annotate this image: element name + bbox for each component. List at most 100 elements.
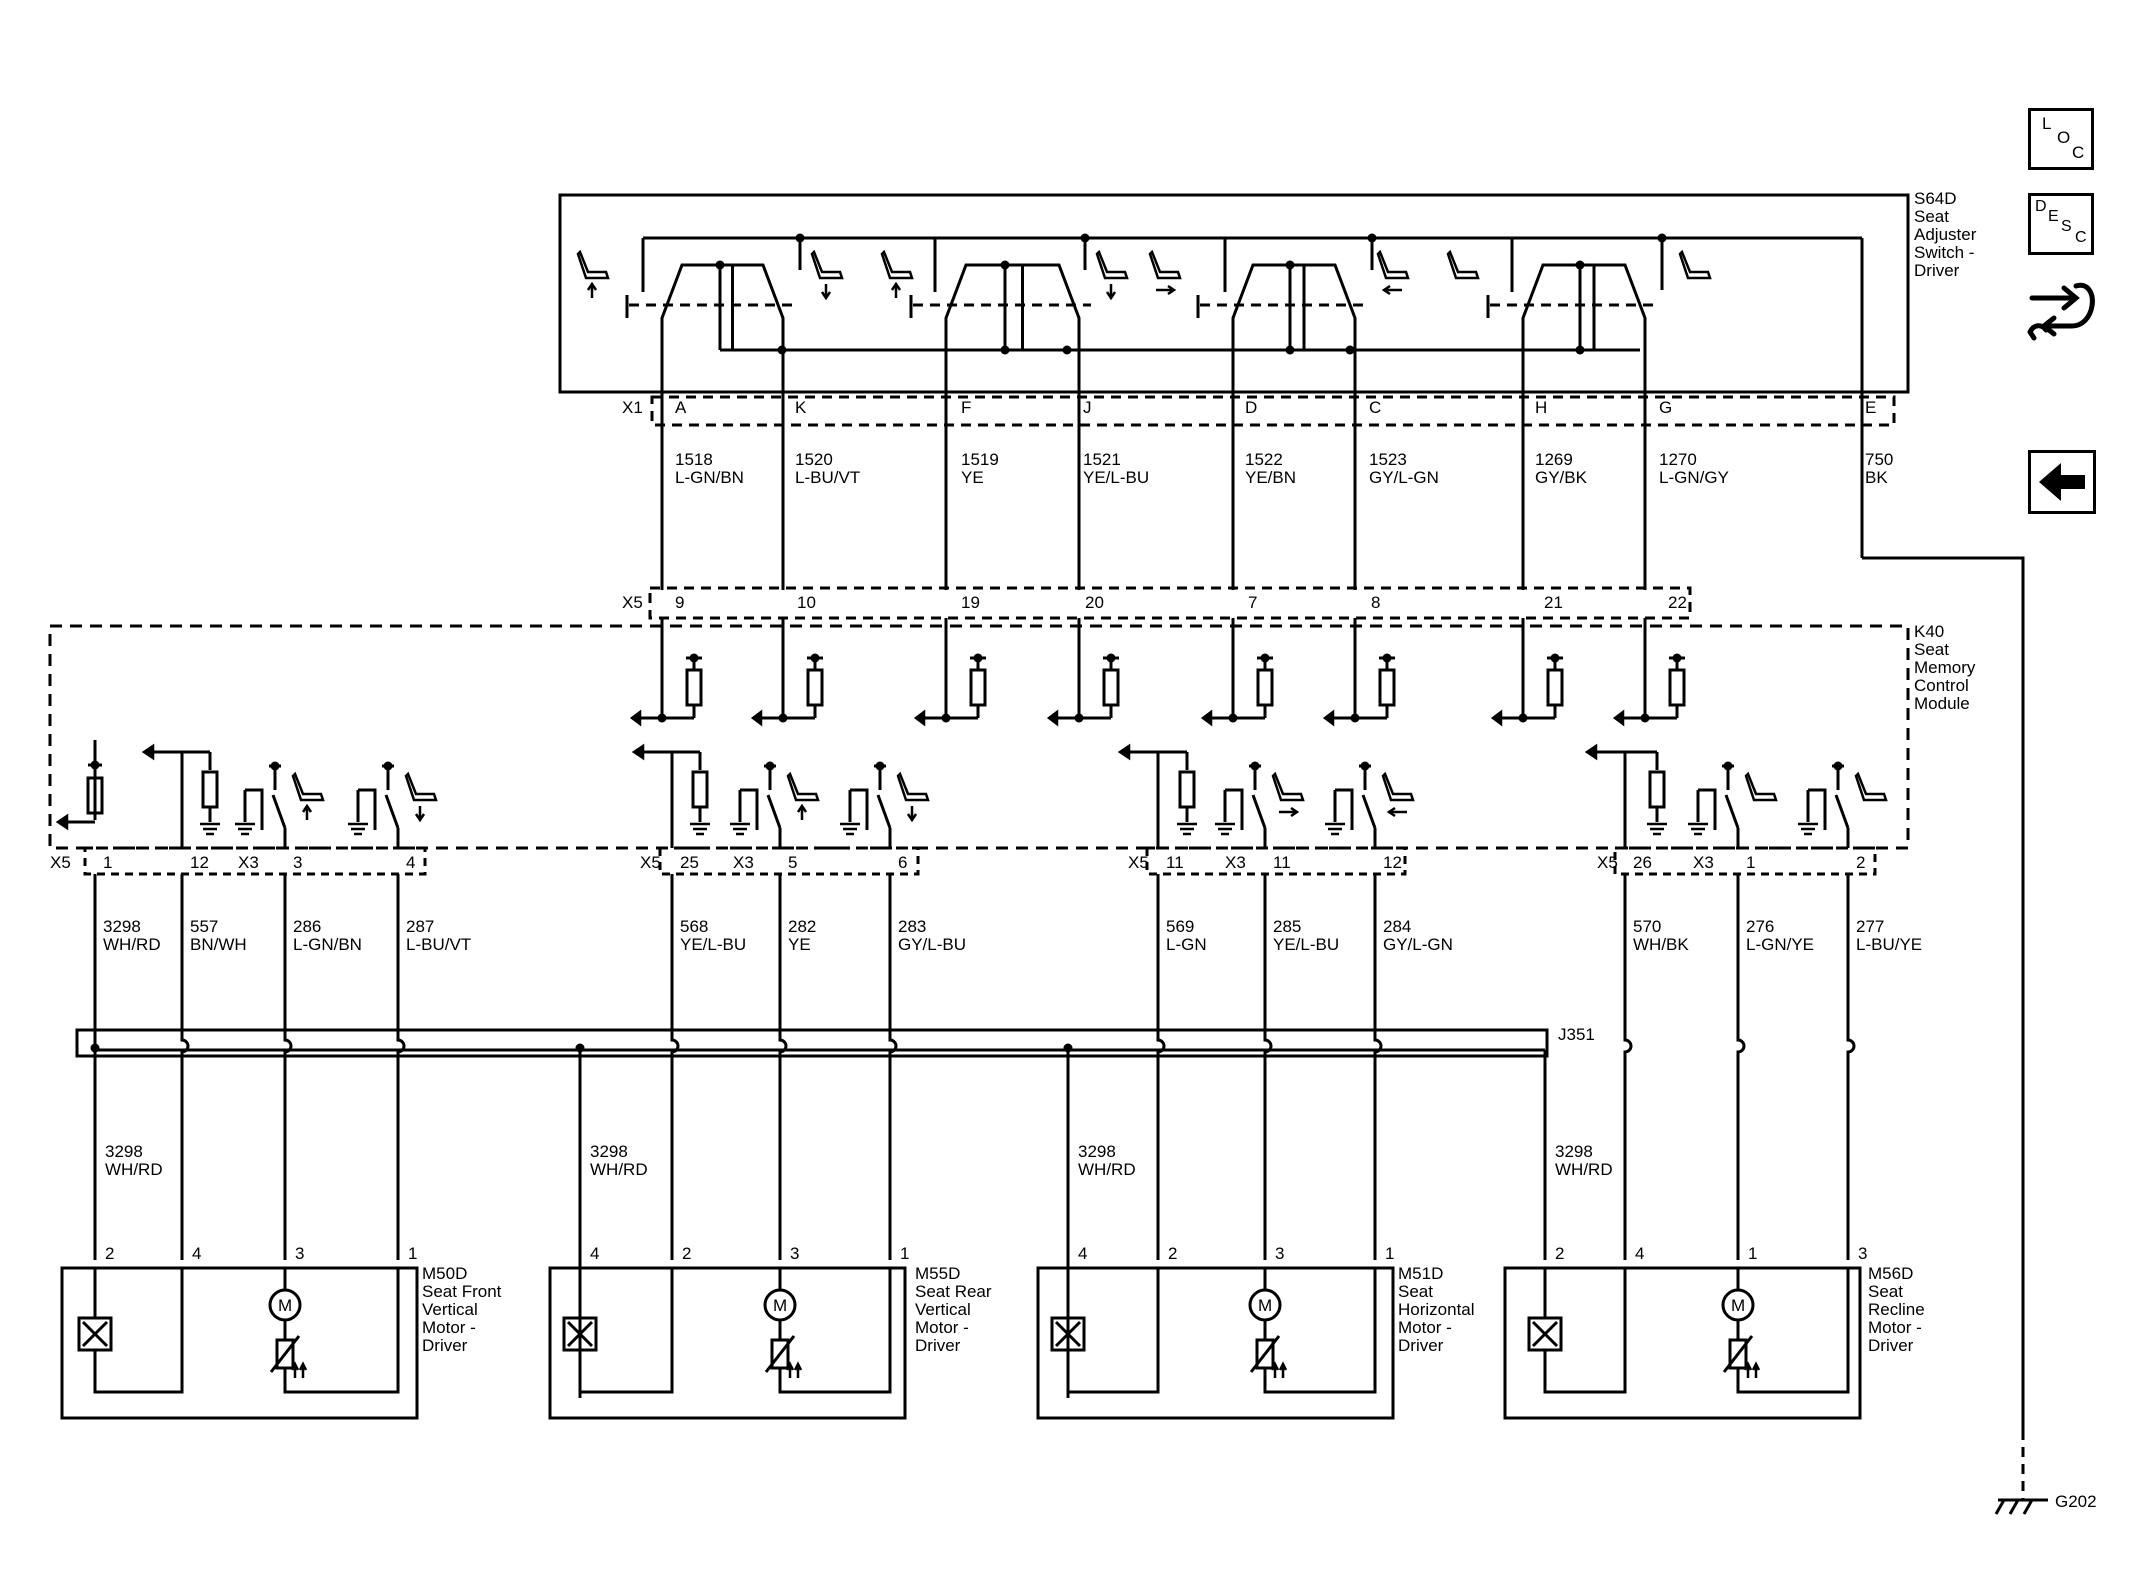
- junction-dot: [715, 260, 725, 270]
- arrow-up-icon: [586, 281, 598, 298]
- desc-button[interactable]: D E S C: [2028, 193, 2094, 255]
- seat-shape: [1381, 771, 1415, 802]
- splice-label: J351: [1558, 1025, 1595, 1044]
- pullup-resistor: [1668, 668, 1686, 707]
- back-button[interactable]: [2028, 450, 2096, 514]
- wire-number-label: 287: [406, 917, 434, 936]
- motor-housing: [1503, 1266, 1862, 1420]
- wire-color-label: L-GN/YE: [1746, 935, 1814, 954]
- wire-number-label: 570: [1633, 917, 1661, 936]
- wire-number-label: 1518: [675, 450, 713, 469]
- wire-color-label: YE: [961, 468, 984, 487]
- wire-color-label: YE/BN: [1245, 468, 1296, 487]
- switch-name-label: S64D: [1914, 189, 1957, 208]
- motor-name-label: Seat Front: [422, 1282, 502, 1301]
- motor-name-label: M51D: [1398, 1264, 1443, 1283]
- motor-name-label: Motor -: [422, 1318, 476, 1337]
- x1-pin-label: G: [1659, 398, 1672, 417]
- motor-name-label: Seat: [1868, 1282, 1903, 1301]
- wire-crossover: [1846, 1030, 1856, 1260]
- junction-dot: [1285, 260, 1295, 270]
- wire-number-label: 277: [1856, 917, 1884, 936]
- wire-number-label: 3298: [105, 1142, 143, 1161]
- seat-icon: [1446, 249, 1480, 280]
- seat-shape: [1095, 249, 1129, 280]
- relay-ground-lead: [1808, 788, 1827, 830]
- junction-dot: [1106, 653, 1116, 663]
- left-arrow-icon: [913, 709, 926, 727]
- motor-pin-label: 3: [1275, 1244, 1284, 1263]
- motor-name-label: Seat: [1398, 1282, 1433, 1301]
- arrow-down-icon: [820, 284, 832, 301]
- x1-pin-label: F: [961, 398, 971, 417]
- motor-pin-label: 4: [1078, 1244, 1087, 1263]
- x3-bottom-label: X3: [1225, 853, 1246, 872]
- pullup-resistor: [1102, 668, 1120, 707]
- module-name-label: Seat: [1914, 640, 1949, 659]
- motor-pin-label: 3: [790, 1244, 799, 1263]
- motor-name-label: Motor -: [915, 1318, 969, 1337]
- wire-color-label: WH/RD: [105, 1160, 163, 1179]
- relay-ground-lead: [740, 788, 759, 830]
- double-arrow-up-icon: [1743, 1361, 1761, 1378]
- motor-name-label: M56D: [1868, 1264, 1913, 1283]
- wire-number-label: 3298: [103, 917, 141, 936]
- arrow-left-icon: [1386, 806, 1407, 818]
- sensor-cross: [1054, 1320, 1082, 1348]
- junction-dot: [1575, 345, 1585, 355]
- left-arrow-icon: [1612, 709, 1625, 727]
- wire-750-to-ground: [1862, 556, 2025, 1430]
- bottom-pin-label: 1: [103, 853, 112, 872]
- desc-letter-s: S: [2061, 218, 2072, 235]
- seat-shape: [896, 771, 930, 802]
- arrow-up-icon: [890, 281, 902, 298]
- arrow-right-icon: [1279, 806, 1300, 818]
- motor-pin-label: 2: [1555, 1244, 1564, 1263]
- module-resistor: [1648, 770, 1666, 809]
- junction-dot: [1062, 345, 1072, 355]
- left-arrow-icon: [2039, 463, 2085, 501]
- motor-name-label: Driver: [1398, 1336, 1444, 1355]
- seat-icon: [786, 771, 820, 820]
- motor-name-label: Vertical: [422, 1300, 478, 1319]
- left-arrow-icon: [1490, 709, 1503, 727]
- wire-color-label: GY/L-BU: [898, 935, 966, 954]
- loc-button[interactable]: L O C: [2028, 108, 2094, 170]
- x1-pin-label: H: [1535, 398, 1547, 417]
- desc-letter-d: D: [2035, 198, 2047, 215]
- motor-name-label: Driver: [915, 1336, 961, 1355]
- relay-contact: [766, 794, 782, 829]
- junction-dot: [1074, 713, 1084, 723]
- seat-icon: [1678, 249, 1712, 280]
- seat-shape: [810, 249, 844, 280]
- x3-bottom-label: X3: [1693, 853, 1714, 872]
- wire-color-label: L-BU/VT: [406, 935, 471, 954]
- relay-ground-lead: [1335, 788, 1354, 830]
- bottom-pin-label: 6: [898, 853, 907, 872]
- relay-ground-lead: [850, 788, 869, 830]
- module-name-label: Module: [1914, 694, 1970, 713]
- relay-ground-lead: [358, 788, 377, 830]
- wire-color-label: WH/RD: [103, 935, 161, 954]
- left-arrow-icon: [1322, 709, 1335, 727]
- relay-ground-lead: [245, 788, 264, 830]
- motor-pin-label: 3: [295, 1244, 304, 1263]
- wire-color-label: L-GN/BN: [675, 468, 744, 487]
- switch-contact-path: [944, 263, 1081, 392]
- pullup-resistor: [806, 668, 824, 707]
- seat-icon: [1376, 249, 1410, 296]
- wire-color-label: WH/BK: [1633, 935, 1689, 954]
- connector-tool-icon[interactable]: [2024, 272, 2100, 344]
- wire-crossover: [283, 1030, 293, 1260]
- wire-color-label: BK: [1865, 468, 1888, 487]
- x5-bottom-label: X5: [640, 853, 661, 872]
- motor-pin-label: 1: [1385, 1244, 1394, 1263]
- switch-name-label: Adjuster: [1914, 225, 1977, 244]
- double-arrow-up-icon: [1270, 1361, 1288, 1378]
- junction-dot: [1350, 713, 1360, 723]
- seat-icon: [576, 249, 610, 298]
- wire-color-label: WH/RD: [1078, 1160, 1136, 1179]
- motor-name-label: Motor -: [1868, 1318, 1922, 1337]
- motor-return-path: [1736, 1268, 1850, 1394]
- bottom-pin-label: 1: [1746, 853, 1755, 872]
